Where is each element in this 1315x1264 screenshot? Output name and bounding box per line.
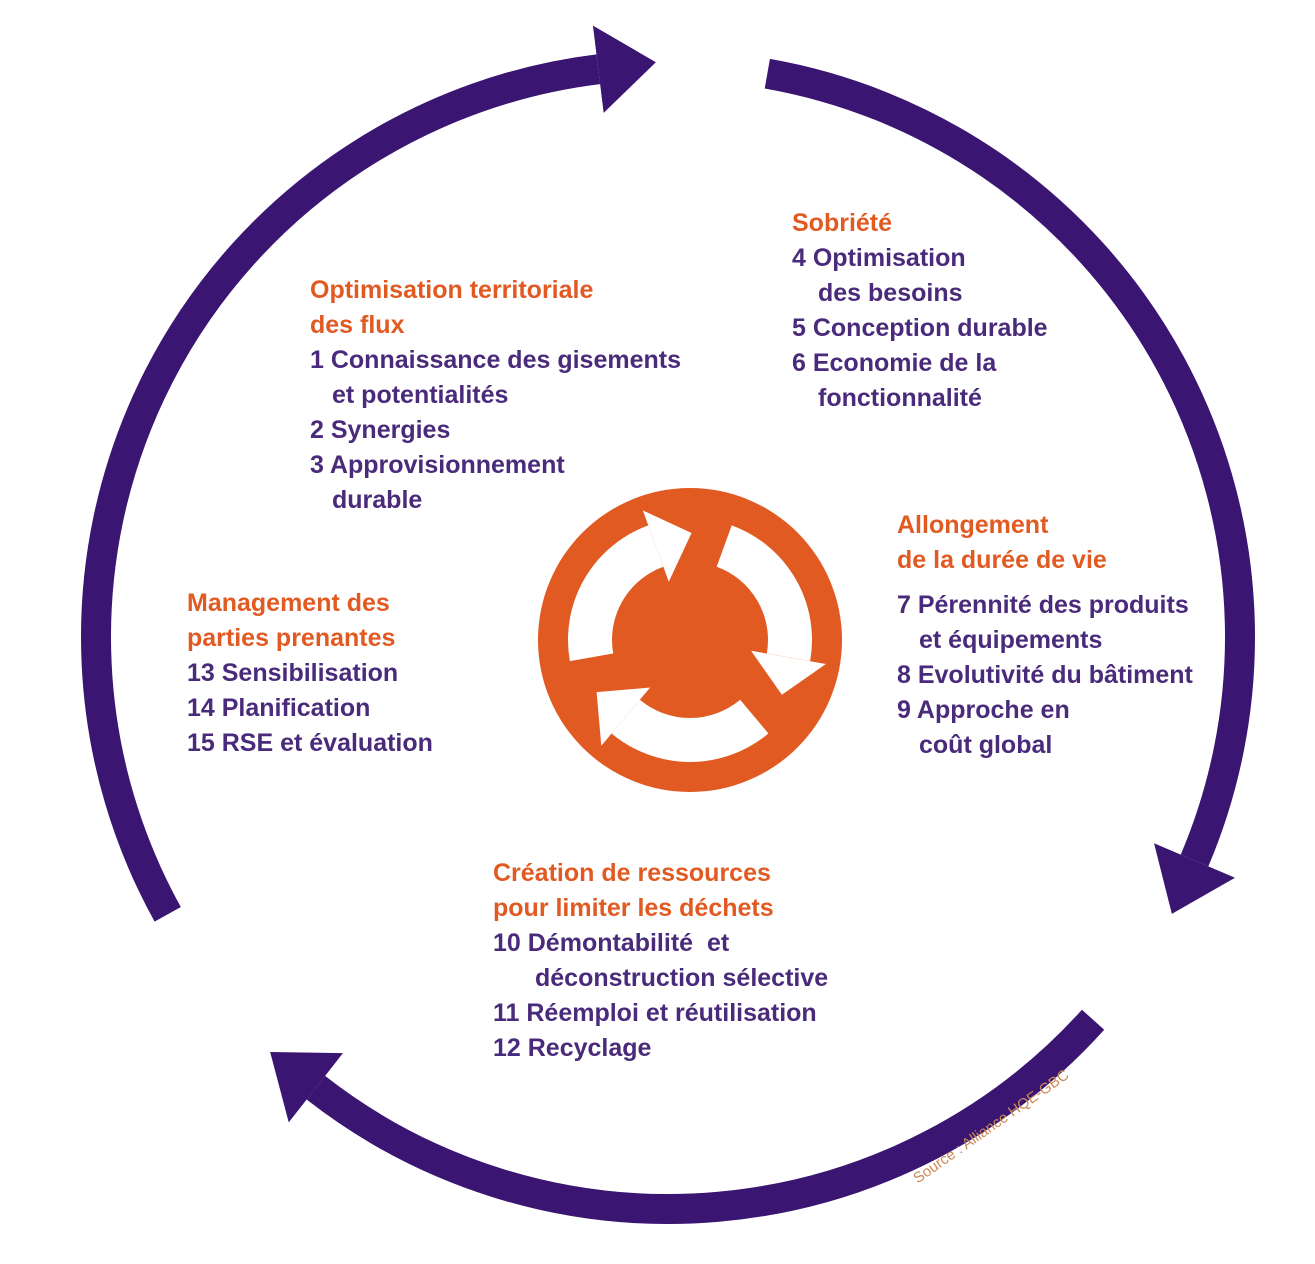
item-15: 15 RSE et évaluation [187,729,433,757]
cycle-arrow-right-arrowhead [1154,843,1236,914]
recycle-arrow-3-arrowhead [596,687,651,746]
recycle-arrow-3-shaft [611,699,769,762]
recycle-arrow-2-arrowhead [751,650,826,695]
cycle-arrow-top-arrowhead [592,25,656,113]
cycle-arrow-bottom-shaft [306,1009,1105,1224]
item-12: 12 Recyclage [493,1034,652,1062]
item-11: 11 Réemploi et réutilisation [493,999,817,1027]
recycle-arrow-2-shaft [715,525,812,662]
recycle-arrow-1-shaft [568,525,665,662]
item-8: 8 Evolutivité du bâtiment [897,661,1193,689]
item-2: 2 Synergies [310,416,451,444]
recycle-arrows-icon [568,510,826,762]
cycle-arrow-right-shaft [764,58,1255,867]
item-14: 14 Planification [187,694,371,722]
item-5: 5 Conception durable [792,314,1048,342]
recycle-arrow-1-arrowhead [642,510,692,582]
section-title: Sobriété [792,209,893,237]
outer-cycle-arrows [81,25,1255,1224]
cycle-arrow-bottom-arrowhead [270,1052,343,1123]
item-13: 13 Sensibilisation [187,659,399,687]
cycle-arrow-top-shaft [81,54,601,922]
